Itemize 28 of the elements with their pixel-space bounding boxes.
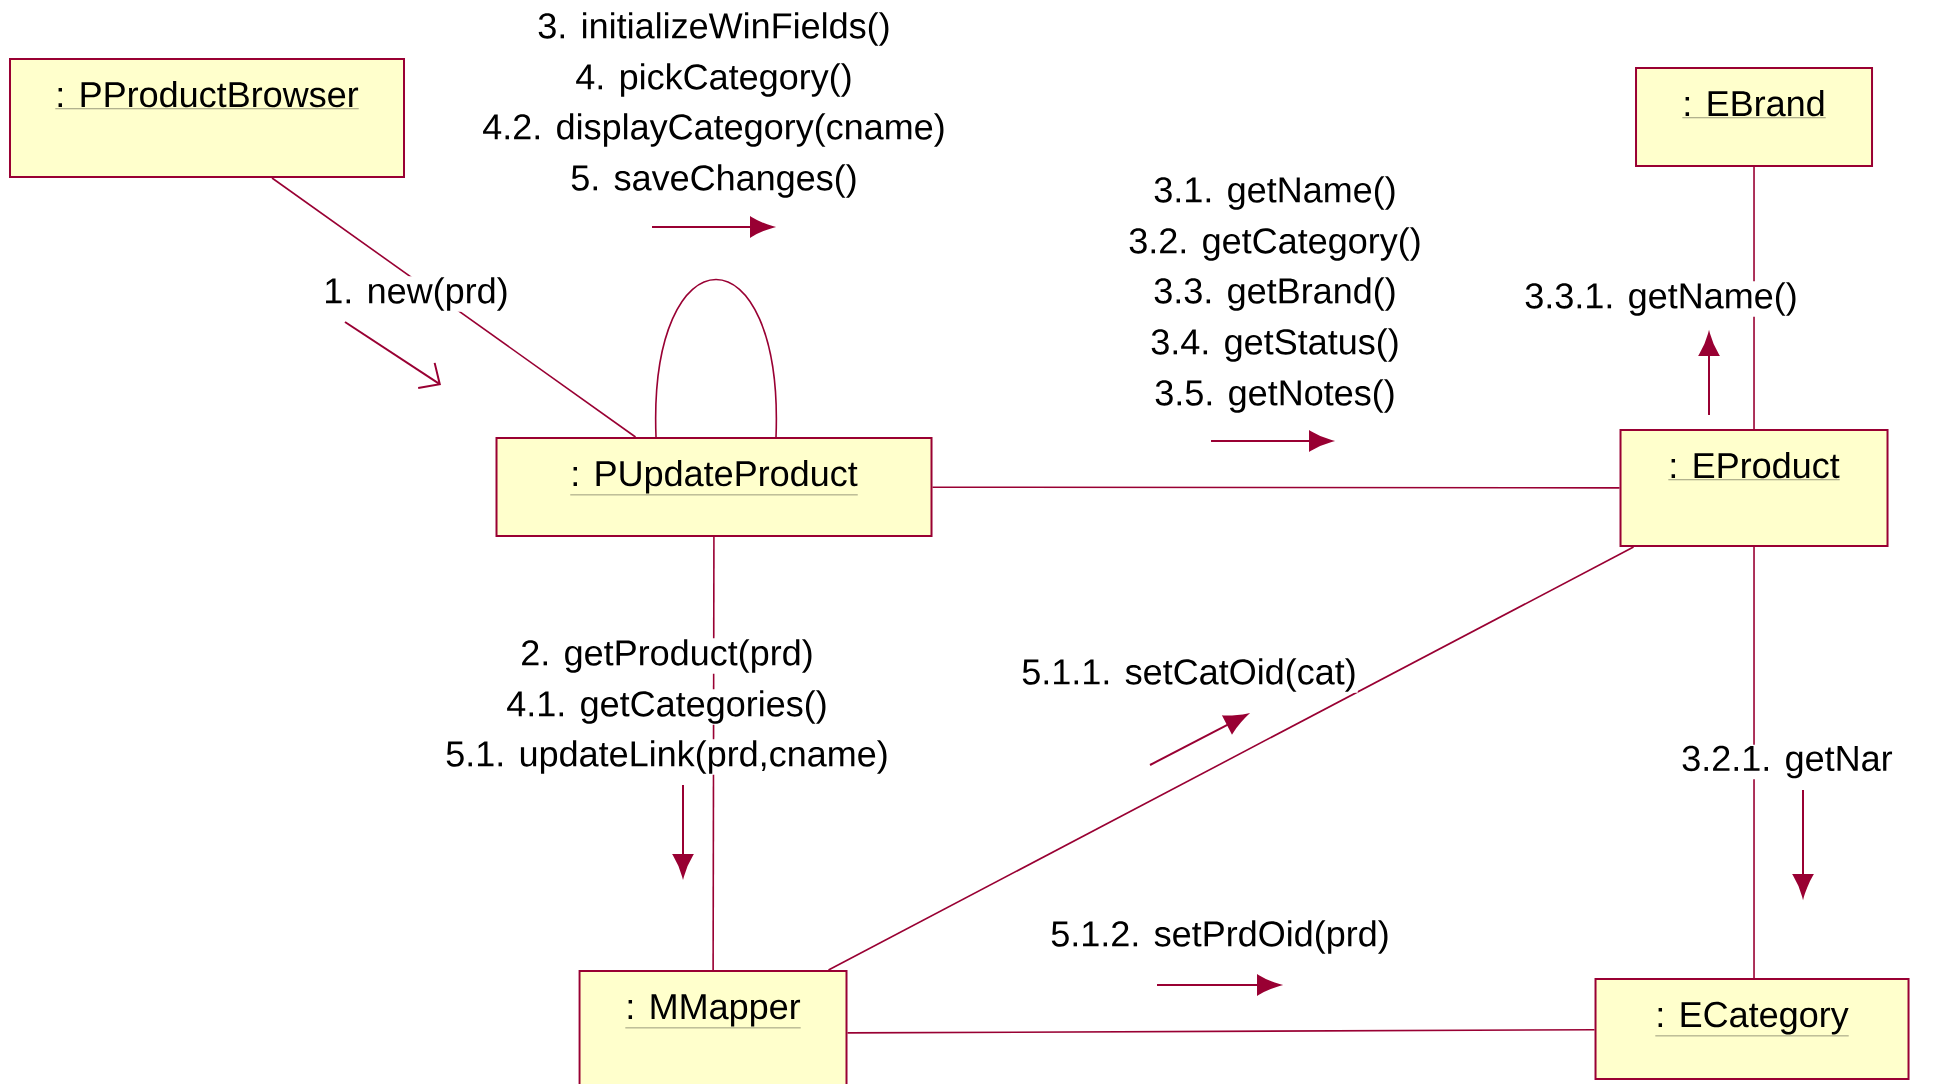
message-label: 2. getProduct(prd) (519, 638, 815, 674)
message-label: 1. new(prd) (322, 276, 510, 312)
object-box: : PProductBrowser (9, 58, 405, 178)
message-label: 5.1. updateLink(prd,cname) (444, 739, 890, 775)
message-label: 4.2. displayCategory(cname) (481, 112, 947, 148)
message-label: 3.2.1. getNar (1680, 744, 1894, 780)
link-line (827, 546, 1635, 971)
message-label: 5.1.2. setPrdOid(prd) (1049, 919, 1391, 955)
link-line (655, 278, 777, 438)
message-label: 3.4. getStatus() (1149, 327, 1401, 363)
object-box: : MMapper (578, 970, 848, 1084)
object-box: : EBrand (1635, 67, 1874, 167)
message-label: 4.1. getCategories() (505, 689, 829, 725)
object-box: : ECategory (1594, 978, 1910, 1080)
message-label: 5.1.1. setCatOid(cat) (1020, 657, 1358, 693)
object-box: : PUpdateProduct (495, 437, 933, 537)
message-label: 3.3. getBrand() (1152, 276, 1398, 312)
link-line (846, 1028, 1596, 1034)
message-label: 3.3.1. getName() (1523, 281, 1799, 317)
message-label: 3.2. getCategory() (1127, 226, 1423, 262)
message-label: 3.5. getNotes() (1153, 378, 1397, 414)
object-box: : EProduct (1619, 429, 1889, 547)
link-line (1753, 546, 1755, 979)
message-label: 3. initializeWinFields() (536, 11, 892, 47)
link-line (931, 486, 1621, 489)
message-label: 3.1. getName() (1152, 175, 1398, 211)
message-label: 5. saveChanges() (569, 163, 859, 199)
message-label: 4. pickCategory() (574, 62, 854, 98)
